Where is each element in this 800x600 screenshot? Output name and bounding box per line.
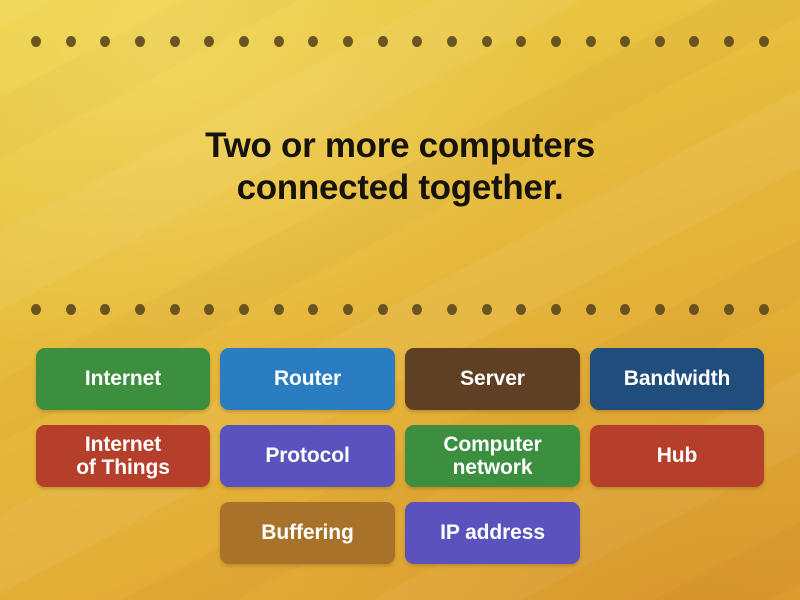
- divider-dot-icon: [238, 35, 249, 47]
- divider-dot-icon: [724, 35, 735, 47]
- divider-dot-icon: [412, 35, 423, 47]
- answer-tile-empty-slot: [590, 502, 764, 564]
- divider-dot-icon: [550, 35, 561, 47]
- divider-dot-icon: [516, 35, 527, 47]
- divider-dot-icon: [65, 35, 76, 47]
- answer-tile[interactable]: Bandwidth: [590, 348, 764, 410]
- divider-dot-icon: [65, 303, 76, 315]
- divider-dot-icon: [724, 303, 735, 315]
- divider-dot-icon: [134, 303, 145, 315]
- answer-tile[interactable]: Buffering: [220, 502, 395, 564]
- divider-dot-icon: [308, 35, 319, 47]
- divider-dot-icon: [273, 303, 284, 315]
- divider-dot-icon: [446, 35, 457, 47]
- divider-dot-icon: [342, 303, 353, 315]
- divider-dot-icon: [31, 303, 41, 315]
- dotted-divider-top: [0, 34, 800, 48]
- divider-dot-icon: [308, 303, 319, 315]
- divider-dot-icon: [377, 35, 388, 47]
- divider-dot-icon: [100, 35, 111, 47]
- divider-dot-icon: [377, 303, 388, 315]
- divider-dot-icon: [169, 35, 180, 47]
- answer-tile[interactable]: IP address: [405, 502, 580, 564]
- divider-dot-icon: [516, 303, 527, 315]
- answer-tile[interactable]: Internet: [36, 348, 210, 410]
- answer-tile[interactable]: Hub: [590, 425, 764, 487]
- answer-tile[interactable]: Protocol: [220, 425, 395, 487]
- divider-dot-icon: [238, 303, 249, 315]
- divider-dot-icon: [654, 303, 665, 315]
- answer-tile[interactable]: Server: [405, 348, 580, 410]
- divider-dot-icon: [446, 303, 457, 315]
- divider-dot-icon: [481, 35, 492, 47]
- divider-dot-icon: [134, 35, 145, 47]
- divider-dot-icon: [758, 35, 769, 47]
- divider-dot-icon: [31, 35, 41, 47]
- divider-dot-icon: [204, 303, 215, 315]
- divider-dot-icon: [342, 35, 353, 47]
- divider-dot-icon: [620, 35, 631, 47]
- divider-dot-icon: [412, 303, 423, 315]
- dotted-divider-middle: [0, 302, 800, 316]
- divider-dot-icon: [169, 303, 180, 315]
- divider-dot-icon: [758, 303, 769, 315]
- divider-dot-icon: [689, 35, 700, 47]
- divider-dot-icon: [654, 35, 665, 47]
- divider-dot-icon: [273, 35, 284, 47]
- question-text: Two or more computers connected together…: [205, 126, 595, 207]
- divider-dot-icon: [585, 35, 596, 47]
- answer-tile[interactable]: Internet of Things: [36, 425, 210, 487]
- divider-dot-icon: [689, 303, 700, 315]
- divider-dot-icon: [204, 35, 215, 47]
- divider-dot-icon: [100, 303, 111, 315]
- answer-tile[interactable]: Computer network: [405, 425, 580, 487]
- answer-tile-empty-slot: [36, 502, 210, 564]
- answer-tile[interactable]: Router: [220, 348, 395, 410]
- divider-dot-icon: [550, 303, 561, 315]
- divider-dot-icon: [585, 303, 596, 315]
- divider-dot-icon: [620, 303, 631, 315]
- divider-dot-icon: [481, 303, 492, 315]
